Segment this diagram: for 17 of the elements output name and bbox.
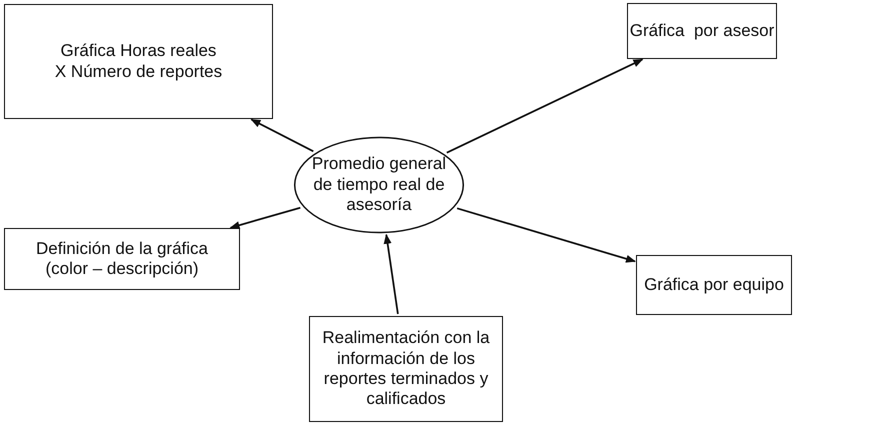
arrow [446,58,644,154]
node-text: Gráfica Horas reales X Número de reportes [54,41,224,82]
text-box [4,4,273,119]
ellipse-node [293,136,465,234]
text-box [636,255,792,315]
node-text: Definición de la gráfica (color – descripción) [35,238,209,280]
node-text: Promedio general de tiempo real de asesoría [310,154,448,216]
text-box [4,228,240,290]
text-box [309,316,503,422]
arrow [250,118,314,152]
text-box [627,3,777,59]
arrow [230,206,301,230]
node-text: Realimentación con la información de los reportes terminados y calificados [321,328,491,410]
node-text: Gráfica por equipo [644,274,784,296]
arrow [384,234,399,314]
arrow [456,207,636,263]
node-text: Gráfica por asesor [630,20,774,42]
